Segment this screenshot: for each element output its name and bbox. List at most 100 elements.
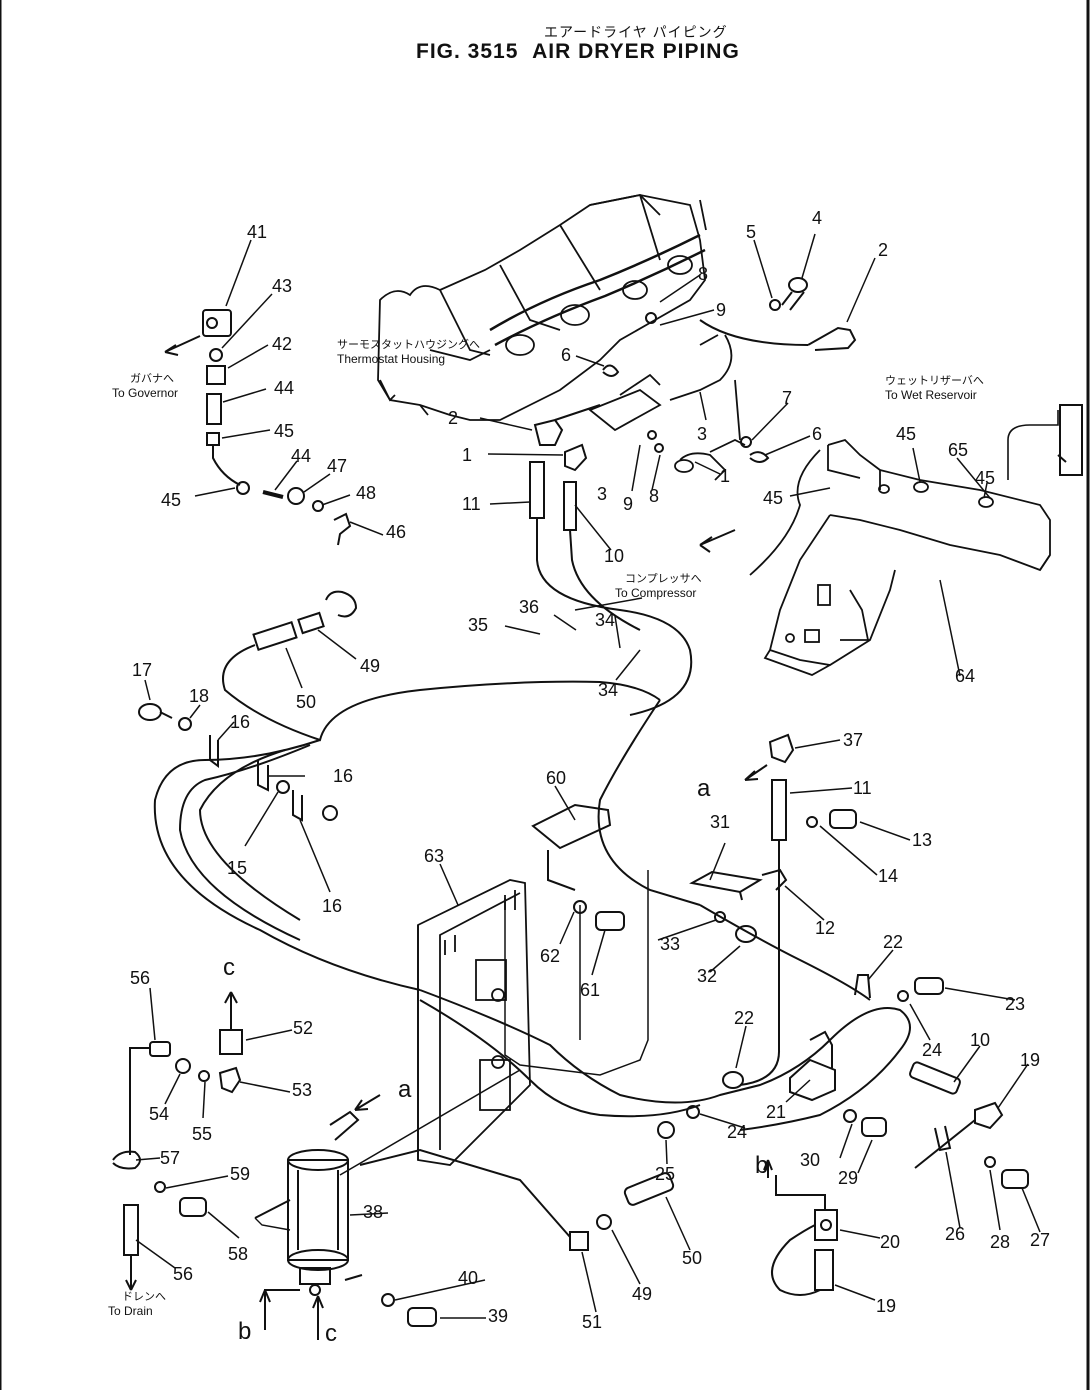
marker-a-dryer: a — [398, 1076, 412, 1103]
part-label: 30 — [800, 1150, 821, 1170]
washer-15 — [276, 780, 290, 794]
part-label: 31 — [710, 812, 731, 832]
washer-18 — [178, 717, 192, 731]
clip-6-right — [749, 451, 770, 463]
part-label: 19 — [876, 1296, 897, 1316]
washer-14 — [806, 816, 818, 828]
part-label: 15 — [227, 858, 248, 878]
part-label: 20 — [880, 1232, 901, 1252]
elbow-51 — [569, 1231, 589, 1251]
nut-47 — [287, 487, 305, 505]
part-label: 50 — [682, 1248, 703, 1268]
valve-20 — [814, 1209, 838, 1241]
part-label: 21 — [766, 1102, 787, 1122]
hose-main-upper — [597, 699, 701, 906]
pipe-44 — [206, 393, 222, 425]
washer-40 — [381, 1293, 395, 1307]
fitting-19-bottom — [814, 1249, 834, 1291]
part-label: 54 — [149, 1104, 170, 1124]
nut-8-top — [645, 312, 657, 324]
part-label: 53 — [292, 1080, 313, 1100]
bolt-4 — [781, 277, 808, 311]
part-label: 10 — [970, 1030, 991, 1050]
part-label: 44 — [274, 378, 295, 398]
part-label: 2 — [448, 408, 459, 428]
line-19-26 — [914, 1119, 976, 1169]
note-governor-en: To Governor — [112, 386, 179, 400]
arrow-a-37 — [744, 764, 768, 781]
elbow-37 — [768, 733, 795, 764]
bolt-29 — [861, 1117, 887, 1137]
part-label: 9 — [716, 300, 727, 320]
clip-6-top — [602, 364, 620, 377]
part-label: 16 — [333, 766, 354, 786]
washer-59 — [154, 1181, 166, 1193]
part-label: 42 — [272, 334, 293, 354]
arrow-to-compressor — [699, 529, 736, 553]
clip-16-b — [257, 760, 269, 792]
part-label: 37 — [843, 730, 864, 750]
clip-26 — [934, 1125, 952, 1152]
leader-lines — [135, 233, 1041, 1319]
bolt-17 — [138, 703, 173, 721]
sleeve-45 — [206, 432, 220, 446]
line-11-down — [739, 840, 781, 1086]
part-label: 33 — [660, 934, 681, 954]
nut-54 — [175, 1058, 191, 1074]
part-label: 28 — [990, 1232, 1011, 1252]
part-label: 11 — [462, 494, 481, 514]
part-label: 58 — [228, 1244, 249, 1264]
part-label: 39 — [488, 1306, 509, 1326]
part-label: 24 — [922, 1040, 943, 1060]
hose-right-loop — [699, 904, 871, 1001]
note-wet-reservoir-jp: ウェットリザーバへ — [885, 375, 984, 387]
elbow-bracket — [325, 590, 358, 618]
part-label: 24 — [727, 1122, 748, 1142]
part-label: 6 — [812, 424, 823, 444]
part-label: 45 — [763, 488, 784, 508]
bolt-58 — [179, 1197, 207, 1217]
part-label: 36 — [519, 597, 540, 617]
figure-name: AIR DRYER PIPING — [532, 40, 740, 63]
part-label: 22 — [883, 932, 904, 952]
bolt-32 — [735, 925, 757, 943]
figure-title: FIG. 3515 AIR DRYER PIPING — [416, 40, 740, 64]
part-label: 49 — [632, 1284, 653, 1304]
note-compressor-jp: コンプレッサへ — [625, 573, 702, 585]
nut-8 — [654, 443, 664, 453]
washer-43 — [209, 348, 223, 362]
main-hose-b — [153, 739, 421, 991]
note-wet-reservoir-en: To Wet Reservoir — [885, 388, 977, 402]
part-label: 51 — [582, 1312, 603, 1332]
note-drain-en: To Drain — [108, 1304, 153, 1318]
note-compressor: コンプレッサへ To Compressor — [615, 572, 702, 600]
part-label: 43 — [272, 276, 293, 296]
fitting-2-right — [807, 326, 857, 351]
part-label: 10 — [604, 546, 625, 566]
fitting-50-bottom — [623, 1172, 675, 1206]
engine-block — [377, 194, 707, 421]
part-label: 23 — [1005, 994, 1026, 1014]
fitting-50-top — [252, 620, 298, 652]
hose-main-lower — [419, 989, 911, 1131]
part-label: 1 — [720, 466, 731, 486]
part-label: 63 — [424, 846, 445, 866]
marker-a-top: a — [697, 775, 711, 802]
part-label: 6 — [561, 345, 572, 365]
part-label: 55 — [192, 1124, 213, 1144]
part-label: 57 — [160, 1148, 181, 1168]
part-label: 45 — [274, 421, 295, 441]
pipe-38-51 — [359, 1148, 571, 1238]
part-label: 25 — [655, 1164, 676, 1184]
part-label: 14 — [878, 866, 899, 886]
bracket-38-line — [254, 1217, 291, 1231]
part-label: 13 — [912, 830, 933, 850]
note-drain-jp: ドレンへ — [122, 1291, 166, 1303]
part-label: 17 — [132, 660, 153, 680]
part-label: 52 — [293, 1018, 314, 1038]
part-label: 18 — [189, 686, 210, 706]
part-label: 61 — [580, 980, 601, 1000]
elbow-46 — [333, 512, 352, 546]
bolt-61 — [595, 911, 625, 931]
